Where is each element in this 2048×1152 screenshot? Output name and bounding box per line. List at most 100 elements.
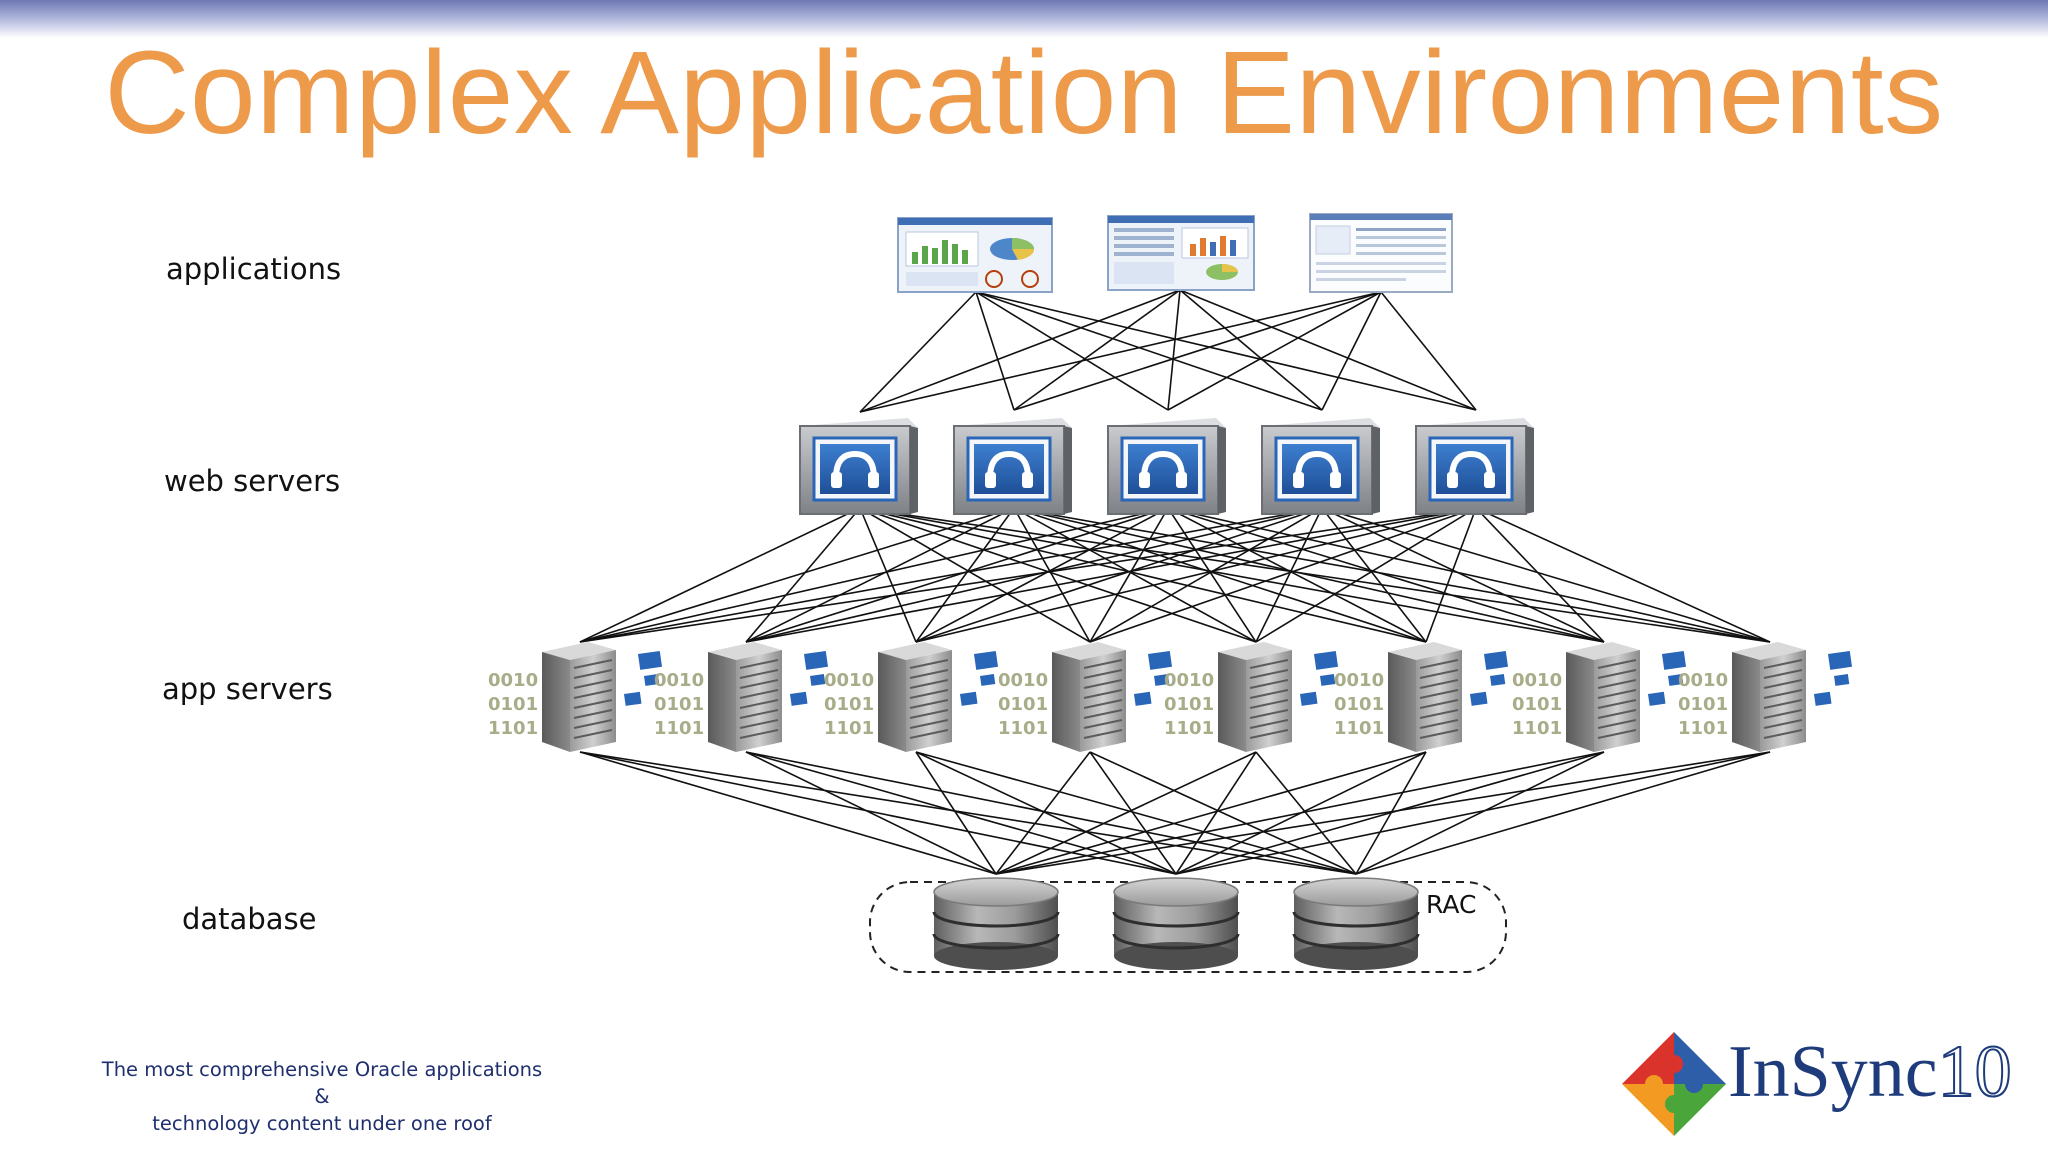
connection-line xyxy=(1089,751,1177,875)
connection-line xyxy=(745,751,997,875)
app-server-icon: 0010 0101 1101 xyxy=(488,642,663,752)
binary-code-text: 0010 xyxy=(1164,670,1214,691)
footer-tagline: The most comprehensive Oracle applicatio… xyxy=(92,1056,552,1137)
connection-line xyxy=(1013,291,1382,411)
rac-label: RAC xyxy=(1426,890,1476,919)
web-server-icon xyxy=(953,418,1072,515)
binary-code-text: 0010 xyxy=(824,670,874,691)
web-server-icon xyxy=(1261,418,1380,515)
connection-line xyxy=(1179,289,1323,411)
connection-line xyxy=(745,507,1323,643)
connection-line xyxy=(579,507,1323,643)
connection-line xyxy=(915,751,997,875)
rac-cluster-boundary xyxy=(869,881,1507,973)
logo-main-text: InSync xyxy=(1728,1031,1938,1113)
tier-label-app-servers: app servers xyxy=(162,672,333,706)
connection-line xyxy=(859,507,1257,643)
connection-line xyxy=(1355,751,1771,875)
connection-line xyxy=(745,507,1477,643)
application-thumbnail xyxy=(1107,215,1255,291)
connection-line xyxy=(915,751,1177,875)
binary-code-text: 0010 xyxy=(488,670,538,691)
connection-line xyxy=(995,751,1427,875)
connection-line xyxy=(1013,289,1181,411)
database-cylinder-icon xyxy=(1112,877,1240,970)
tier-label-applications: applications xyxy=(166,252,342,286)
connection-line xyxy=(1167,507,1427,643)
connection-line xyxy=(915,507,1323,643)
app-server-icon: 0010 0101 1101 xyxy=(998,642,1173,752)
connection-line xyxy=(745,751,1357,875)
connection-line xyxy=(859,507,917,643)
binary-code-text: 0101 xyxy=(1512,694,1562,715)
connection-line xyxy=(1167,507,1257,643)
insync-logo-text: InSync10 xyxy=(1728,1030,2013,1115)
binary-code-text: 0101 xyxy=(1334,694,1384,715)
connection-line xyxy=(1179,289,1477,411)
connection-line xyxy=(859,507,1605,643)
header-band xyxy=(0,0,2048,38)
logo-number: 10 xyxy=(1937,1030,2013,1114)
binary-code-text: 1101 xyxy=(1164,718,1214,739)
tier-label-database: database xyxy=(182,902,317,936)
connection-line xyxy=(1089,507,1323,643)
connection-line xyxy=(975,291,1015,411)
binary-code-text: 1101 xyxy=(998,718,1048,739)
binary-code-text: 0101 xyxy=(824,694,874,715)
app-server-icon: 0010 0101 1101 xyxy=(1334,642,1509,752)
web-server-icon xyxy=(1107,418,1226,515)
binary-code-text: 0010 xyxy=(998,670,1048,691)
connection-lines xyxy=(579,289,1771,875)
binary-code-text: 1101 xyxy=(488,718,538,739)
connection-line xyxy=(745,507,1169,643)
connection-line xyxy=(1167,291,1382,411)
connection-line xyxy=(1013,507,1257,643)
binary-code-text: 0101 xyxy=(1164,694,1214,715)
binary-code-text: 0010 xyxy=(1678,670,1728,691)
connection-line xyxy=(915,507,1477,643)
connection-line xyxy=(1425,507,1477,643)
connection-line xyxy=(1321,507,1771,643)
binary-code-text: 1101 xyxy=(654,718,704,739)
connection-line xyxy=(579,507,861,643)
connection-line xyxy=(859,291,1382,413)
connection-line xyxy=(1255,751,1357,875)
connection-line xyxy=(1175,751,1771,875)
connection-line xyxy=(915,507,1169,643)
connection-line xyxy=(995,751,1091,875)
connection-line xyxy=(579,751,1357,875)
connection-line xyxy=(745,507,1015,643)
web-server-icon xyxy=(1415,418,1534,515)
connection-line xyxy=(1175,751,1257,875)
binary-code-text: 0010 xyxy=(1512,670,1562,691)
binary-code-text: 0010 xyxy=(654,670,704,691)
connection-line xyxy=(859,289,1181,413)
connection-line xyxy=(1255,507,1477,643)
binary-code-text: 1101 xyxy=(1678,718,1728,739)
binary-code-text: 1101 xyxy=(1512,718,1562,739)
connection-line xyxy=(859,507,1091,643)
connection-line xyxy=(579,507,1477,643)
app-server-icon: 0010 0101 1101 xyxy=(1164,642,1339,752)
database-cylinder-icon xyxy=(1292,877,1420,970)
binary-code-text: 1101 xyxy=(1334,718,1384,739)
connection-line xyxy=(1355,751,1605,875)
connection-line xyxy=(579,507,1169,643)
connection-line xyxy=(995,751,1771,875)
binary-code-text: 0010 xyxy=(1334,670,1384,691)
connection-line xyxy=(995,751,1257,875)
connection-line xyxy=(579,751,1177,875)
connection-line xyxy=(1089,507,1169,643)
binary-code-text: 0101 xyxy=(998,694,1048,715)
connection-line xyxy=(1167,289,1181,411)
connection-line xyxy=(1475,507,1771,643)
binary-code-text: 0101 xyxy=(488,694,538,715)
connection-line xyxy=(1013,507,1091,643)
web-server-icon xyxy=(799,418,918,515)
insync-logo-mark xyxy=(1622,1032,1726,1136)
app-server-icon: 0010 0101 1101 xyxy=(1512,642,1687,752)
connection-line xyxy=(1013,507,1771,643)
